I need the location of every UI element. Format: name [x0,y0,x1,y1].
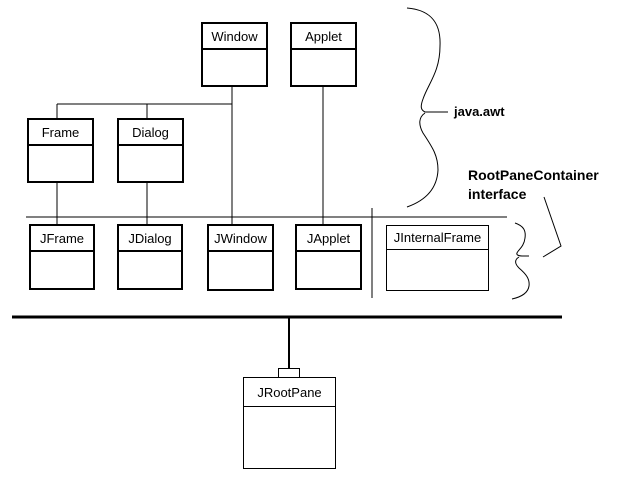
brace-rootpane-container [511,222,530,300]
class-box-jwindow: JWindow [207,224,274,291]
class-box-window: Window [201,22,268,87]
class-box-jrootpane: JRootPane [243,377,336,469]
class-box-japplet-label: JApplet [297,226,360,252]
class-box-dialog: Dialog [117,118,184,183]
class-box-jwindow-label: JWindow [209,226,272,252]
class-box-jframe: JFrame [29,224,95,290]
class-box-dialog-label: Dialog [119,120,182,146]
class-box-jinternalframe: JInternalFrame [386,225,489,291]
class-box-jframe-label: JFrame [31,226,93,252]
class-box-japplet: JApplet [295,224,362,290]
java-awt-label: java.awt [454,104,505,119]
class-box-jrootpane-label: JRootPane [244,378,335,407]
interface-text: interface [468,186,527,202]
rootpane-container-text: RootPaneContainer [468,167,599,183]
class-box-window-label: Window [203,24,266,50]
class-box-applet-label: Applet [292,24,355,50]
leader-interface-to-brace [542,196,562,258]
class-box-jdialog-label: JDialog [119,226,181,252]
brace-java-awt [406,7,448,208]
class-box-frame-label: Frame [29,120,92,146]
class-box-jdialog: JDialog [117,224,183,290]
rootpane-interface-label: RootPaneContainer interface [468,166,599,204]
class-box-frame: Frame [27,118,94,183]
class-box-applet: Applet [290,22,357,87]
class-box-jinternalframe-label: JInternalFrame [387,226,488,250]
